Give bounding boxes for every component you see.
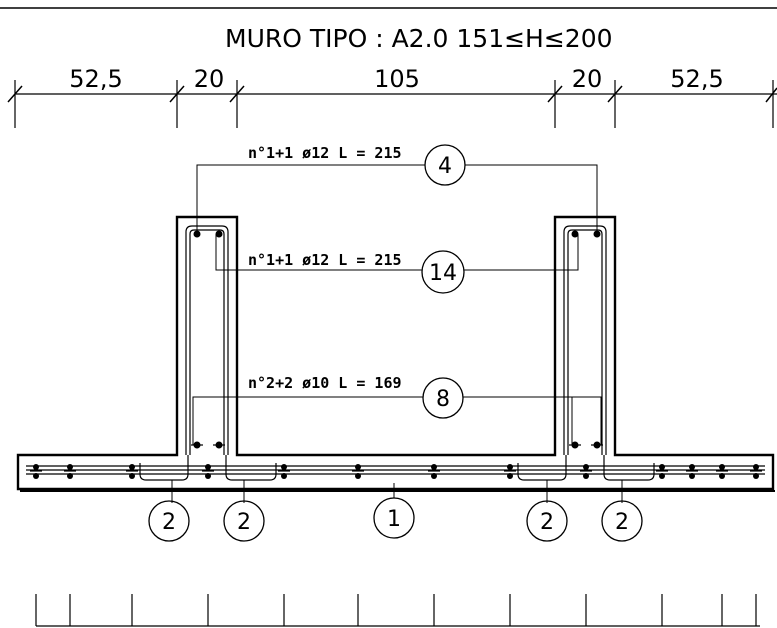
dimension-line: 52,5 20 105 20 52,5 <box>7 65 777 128</box>
dimension-label: 20 <box>572 65 603 93</box>
rebar-note: n°1+1 ø12 L = 215 <box>248 144 402 162</box>
mark-number: 1 <box>387 507 401 532</box>
rebar-note: n°1+1 ø12 L = 215 <box>248 251 402 269</box>
concrete-outline <box>16 215 775 491</box>
mark-circle <box>422 377 464 419</box>
dimension-label: 20 <box>194 65 225 93</box>
mark-number: 14 <box>429 261 457 286</box>
base-rebar <box>26 455 765 481</box>
mark-circle <box>223 500 265 542</box>
mark-circle <box>526 500 568 542</box>
dimension-label: 105 <box>374 65 420 93</box>
mark-circle <box>424 144 466 186</box>
callout-mark-14: 14 n°1+1 ø12 L = 215 <box>215 234 579 294</box>
base-bar-sections <box>30 464 762 479</box>
left-stem-rebar <box>185 225 229 455</box>
callout-mark-8: 8 n°2+2 ø10 L = 169 <box>192 374 602 445</box>
mark-number: 8 <box>436 387 450 412</box>
mark-circle <box>601 500 643 542</box>
drawing-title: MURO TIPO : A2.0 151≤H≤200 <box>225 24 613 53</box>
mark-number: 2 <box>162 510 176 535</box>
mark-circle <box>148 500 190 542</box>
right-stem-rebar <box>563 225 607 455</box>
mark-number: 2 <box>615 510 629 535</box>
bottom-spacing-ticks <box>35 594 760 627</box>
callout-mark-4: 4 n°1+1 ø12 L = 215 <box>196 144 598 230</box>
dimension-label: 52,5 <box>69 65 122 93</box>
mark-number: 2 <box>237 510 251 535</box>
mark-number: 4 <box>438 154 452 179</box>
rebar-note: n°2+2 ø10 L = 169 <box>248 374 402 392</box>
mark-circle <box>421 250 465 294</box>
mark-number: 2 <box>540 510 554 535</box>
dimension-label: 52,5 <box>670 65 723 93</box>
bottom-marks: 2 2 1 2 2 <box>148 480 643 542</box>
mark-circle <box>373 497 415 539</box>
